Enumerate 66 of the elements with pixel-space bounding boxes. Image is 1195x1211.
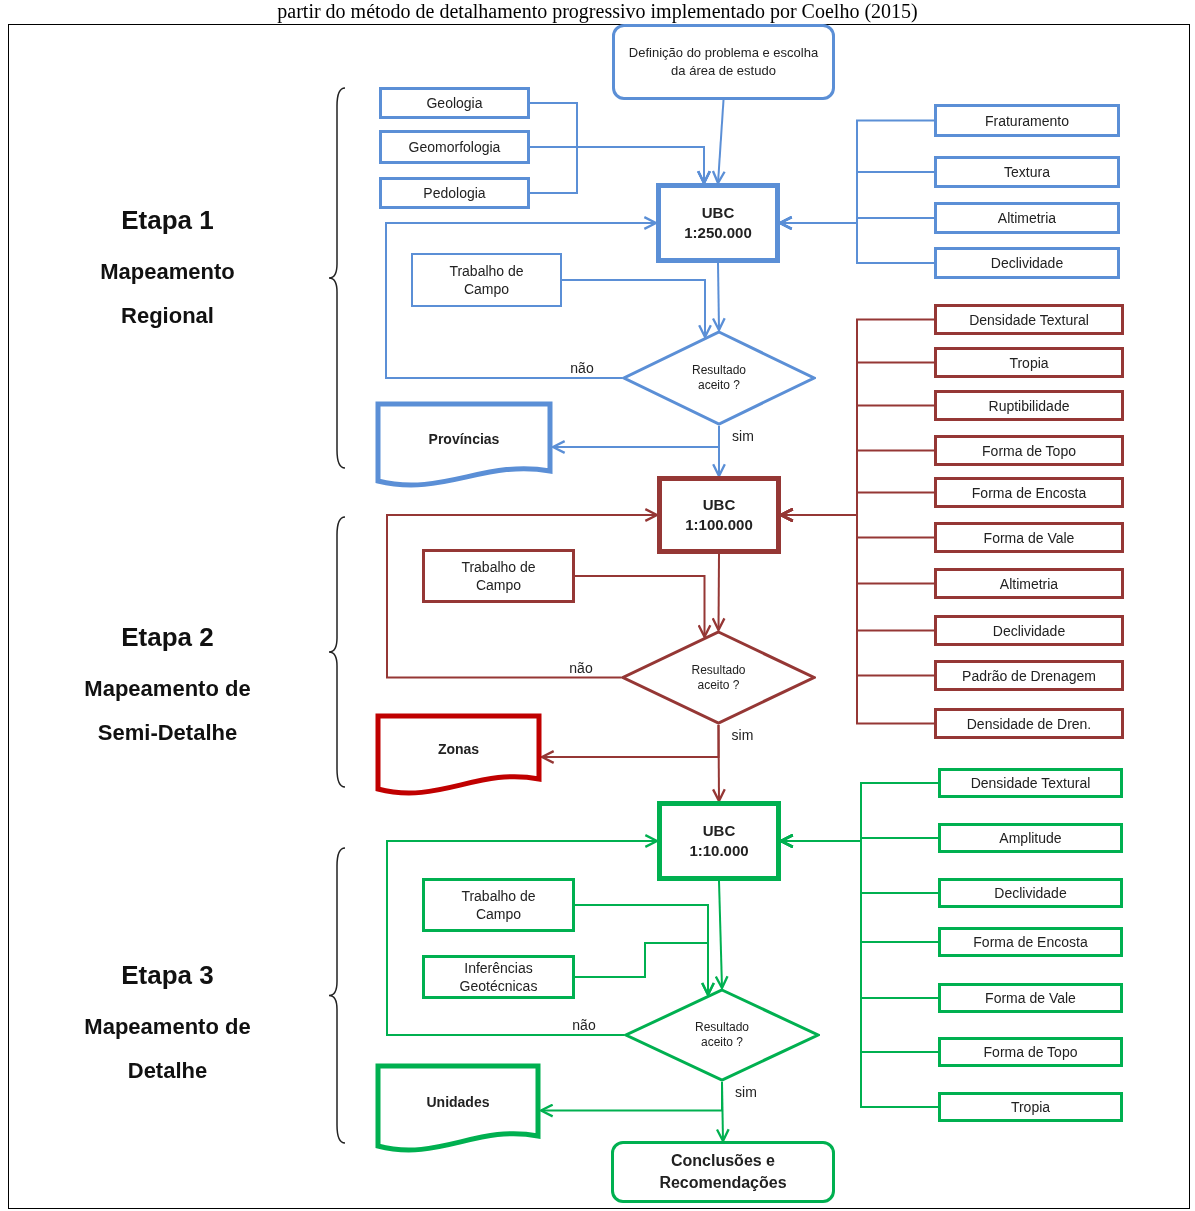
- process-box: Textura: [934, 156, 1120, 188]
- stage-description: Mapeamento de Detalhe: [83, 1013, 252, 1085]
- arrow: [715, 1081, 730, 1143]
- process-box: Forma de Topo: [934, 435, 1124, 466]
- stage-title: Etapa 2: [120, 621, 215, 654]
- process-box: UBC 1:10.000: [657, 801, 781, 881]
- process-box: Declividade: [934, 615, 1124, 646]
- process-box: Geomorfologia: [379, 130, 530, 164]
- arrow: [574, 575, 712, 638]
- stage-title: Etapa 3: [120, 959, 215, 992]
- process-box: Forma de Topo: [938, 1037, 1123, 1067]
- process-box: Tropia: [934, 347, 1124, 378]
- process-box: Forma de Encosta: [934, 477, 1124, 508]
- decision-diamond: Resultado aceito ?: [622, 330, 816, 426]
- process-box: Pedologia: [379, 177, 530, 209]
- arrow: [778, 216, 935, 264]
- arrow: [712, 425, 726, 478]
- arrow: [386, 508, 659, 679]
- process-box: Altimetria: [934, 202, 1120, 234]
- process-box: Densidade Textural: [938, 768, 1123, 798]
- process-box: Densidade Textural: [934, 304, 1124, 335]
- arrow: [386, 834, 659, 1036]
- stage-description: Mapeamento Regional: [99, 258, 236, 330]
- process-box: Altimetria: [934, 568, 1124, 599]
- process-box: UBC 1:250.000: [656, 183, 780, 263]
- arrow: [779, 508, 935, 725]
- decision-diamond: Resultado aceito ?: [624, 988, 820, 1082]
- process-box: Forma de Vale: [934, 522, 1124, 553]
- arrow: [711, 99, 726, 185]
- arrow: [561, 279, 712, 339]
- decision-diamond: Resultado aceito ?: [621, 630, 816, 725]
- edge-label: não: [570, 1017, 598, 1033]
- process-box: Trabalho de Campo: [422, 878, 575, 932]
- process-box: Trabalho de Campo: [411, 253, 562, 307]
- stage-title: Etapa 1: [120, 204, 215, 237]
- process-box: Padrão de Drenagem: [934, 660, 1124, 691]
- process-box: Tropia: [938, 1092, 1123, 1122]
- edge-label: sim: [730, 428, 756, 444]
- arrow: [779, 834, 939, 1108]
- process-box: Trabalho de Campo: [422, 549, 575, 603]
- process-box: Fraturamento: [934, 104, 1120, 137]
- process-box: Declividade: [938, 878, 1123, 908]
- process-box: Declividade: [934, 247, 1120, 279]
- figure-caption: partir do método de detalhamento progressivo implementado por Coelho (2015): [276, 0, 919, 22]
- stage-description: Mapeamento de Semi-Detalhe: [83, 675, 252, 747]
- edge-label: sim: [729, 727, 756, 743]
- arrow: [385, 216, 658, 379]
- arrow: [529, 146, 711, 194]
- process-box: UBC 1:100.000: [657, 476, 781, 554]
- arrow: [711, 553, 726, 632]
- arrow: [714, 880, 729, 990]
- edge-label: não: [567, 659, 595, 676]
- arrow: [711, 262, 726, 332]
- edge-label: não: [568, 360, 596, 376]
- process-box: Densidade de Dren.: [934, 708, 1124, 739]
- arrow: [711, 724, 726, 803]
- process-box: Geologia: [379, 87, 530, 119]
- process-box: Ruptibilidade: [934, 390, 1124, 421]
- edge-label: sim: [733, 1084, 759, 1100]
- process-box: Inferências Geotécnicas: [422, 955, 575, 999]
- process-box: Forma de Vale: [938, 983, 1123, 1013]
- process-box: Forma de Encosta: [938, 927, 1123, 957]
- terminal-box: Conclusões e Recomendações: [611, 1141, 835, 1203]
- terminal-box: Definição do problema e escolha da área de estudo: [612, 24, 835, 100]
- process-box: Amplitude: [938, 823, 1123, 853]
- arrow: [574, 942, 715, 996]
